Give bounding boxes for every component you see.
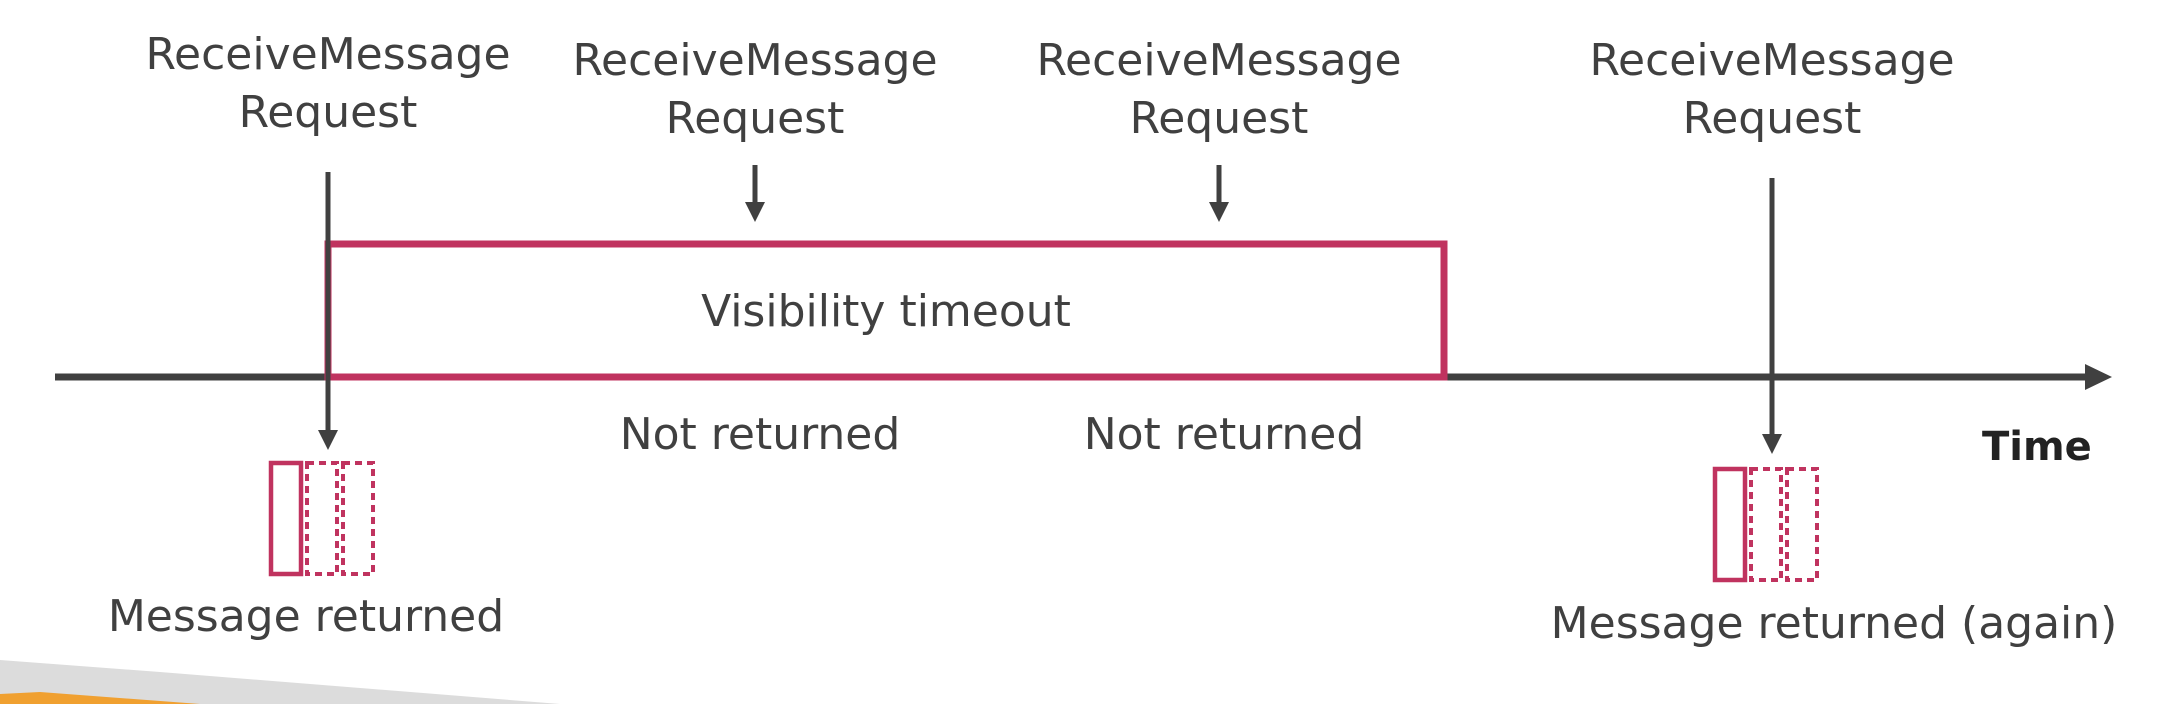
not-returned-label-2: Not returned	[1083, 409, 1365, 460]
request-label-2-line2: Request	[665, 93, 845, 144]
request-3-arrowhead	[1209, 202, 1229, 222]
request-label-3-line1: ReceiveMessage	[1036, 35, 1402, 86]
time-axis-arrowhead	[2085, 364, 2112, 390]
message-stack-icon-2	[1712, 466, 1819, 583]
request-label-4-line1: ReceiveMessage	[1589, 35, 1955, 86]
not-returned-label-1: Not returned	[619, 409, 901, 460]
message-returned-again-label: Message returned (again)	[1550, 598, 2118, 649]
footer-orange-swoosh	[0, 692, 200, 704]
visibility-timeout-label: Visibility timeout	[701, 286, 1071, 337]
request-2-arrowhead	[745, 202, 765, 222]
request-label-4: ReceiveMessage Request	[1589, 32, 1954, 148]
request-label-1-line1: ReceiveMessage	[145, 29, 511, 80]
request-4-arrowhead	[1762, 434, 1782, 454]
message-stack-icon-1	[268, 460, 375, 577]
footer-gray-swoosh	[0, 660, 560, 704]
request-label-3-line2: Request	[1129, 93, 1309, 144]
request-label-4-line2: Request	[1682, 93, 1862, 144]
request-label-2-line1: ReceiveMessage	[572, 35, 938, 86]
request-label-1-line2: Request	[238, 87, 418, 138]
request-1-arrowhead	[318, 430, 338, 450]
request-label-1: ReceiveMessage Request	[145, 26, 510, 142]
request-label-2: ReceiveMessage Request	[572, 32, 937, 148]
message-returned-label: Message returned	[107, 591, 505, 642]
request-label-3: ReceiveMessage Request	[1036, 32, 1401, 148]
time-axis-label: Time	[1982, 424, 2092, 470]
